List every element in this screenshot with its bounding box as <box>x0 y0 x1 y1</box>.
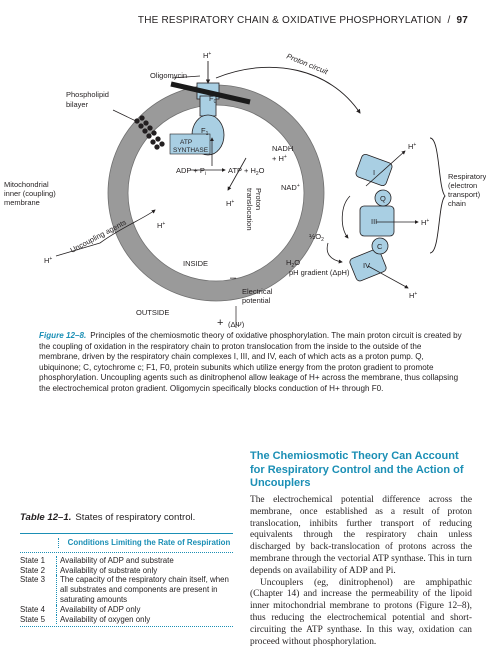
caption-text: Principles of the chemiosmotic theory of… <box>39 331 462 393</box>
phospholipid-label-1: Phospholipid <box>66 90 109 99</box>
table-cell-condition: The capacity of the respiratory chain it… <box>56 575 233 605</box>
table-cell-state: State 4 <box>20 604 46 614</box>
table-cell-state: State 1 <box>20 555 46 565</box>
nadh-label: NADH <box>272 144 293 153</box>
table-cell-state: State 5 <box>20 614 46 624</box>
complex-iv-label: IV <box>363 261 370 270</box>
h-plus-complex-iv: H+ <box>409 291 417 300</box>
table-cell-condition: Availability of ADP and substrate <box>56 555 233 566</box>
delta-psi-label: (ΔΨ) <box>228 320 245 328</box>
table-row: State 1 Availability of ADP and substrate <box>20 555 233 566</box>
table-title: Table 12–1.States of respiratory control… <box>20 512 195 523</box>
table-cell-condition: Availability of oxygen only <box>56 614 233 625</box>
h-plus-inner: H+ <box>226 199 234 208</box>
table-header: Conditions Limiting the Rate of Respirat… <box>20 533 233 553</box>
body-paragraph-2: Uncouplers (eg, dinitrophenol) are amphi… <box>250 577 472 647</box>
q-label: Q <box>380 194 386 203</box>
figure-number: Figure 12–8. <box>39 331 87 340</box>
h2o-label: H2O <box>286 258 300 269</box>
nad-label: NAD+ <box>281 183 300 192</box>
c-label: C <box>377 242 383 251</box>
half-o2-label: ½O2 <box>309 232 324 243</box>
respiratory-chain-label-4: chain <box>448 199 466 208</box>
running-head: THE RESPIRATORY CHAIN & OXIDATIVE PHOSPH… <box>138 15 468 26</box>
table-number: Table 12–1. <box>20 512 72 523</box>
phospholipid-label-2: bilayer <box>66 100 89 109</box>
mito-membrane-label-3: membrane <box>4 198 40 207</box>
mito-membrane-label-2: inner (coupling) <box>4 189 56 198</box>
running-head-separator: / <box>447 15 451 26</box>
table-row: State 3 The capacity of the respiratory c… <box>20 575 233 605</box>
proton-circuit-arrow <box>215 66 361 114</box>
h-plus-complex-iii: H+ <box>421 218 429 227</box>
body-text: The electrochemical potential difference… <box>250 495 472 648</box>
atp-synthase <box>169 82 225 156</box>
respiratory-chain-label-1: Respiratory <box>448 172 486 181</box>
atp-synthase-label-1: ATP <box>180 139 192 146</box>
figure-caption: Figure 12–8.Principles of the chemiosmot… <box>39 331 464 395</box>
body-paragraph-1: The electrochemical potential difference… <box>250 495 472 576</box>
uncoupling-arrow <box>99 209 156 244</box>
h-plus-left: H+ <box>44 256 52 265</box>
table-row: State 2 Availability of substrate only <box>20 565 233 576</box>
atp-h2o-label: ATP + H2O <box>228 166 265 177</box>
respiratory-chain-label-3: transport) <box>448 190 481 199</box>
proton-circuit-label: Proton circuit <box>285 52 330 77</box>
table-cell-condition: Availability of ADP only <box>56 604 233 615</box>
h-plus-complex-i: H+ <box>408 142 416 151</box>
outside-label: OUTSIDE <box>136 308 169 317</box>
proton-translocation-label-2: translocation <box>245 188 254 231</box>
page-number: 97 <box>456 15 468 26</box>
h-plus-top: H+ <box>203 51 211 60</box>
electrical-potential-label-2: potential <box>242 296 271 305</box>
respiratory-complexes <box>349 153 395 282</box>
plus-sign: + <box>217 317 223 328</box>
h-plus-uncoupling: H+ <box>157 221 165 230</box>
complex-iii-label: III <box>371 217 377 226</box>
complex-i-label: I <box>373 168 375 177</box>
oligomycin-label: Oligomycin <box>150 71 187 80</box>
phospholipid-bilayer-detail <box>134 115 165 150</box>
mito-membrane-label-1: Mitochondrial <box>4 180 49 189</box>
respiratory-chain-label-2: (electron <box>448 181 477 190</box>
f0-label: F0 <box>209 94 217 105</box>
oligomycin-bar <box>170 81 251 105</box>
table-column-header: Conditions Limiting the Rate of Respirat… <box>58 538 233 548</box>
running-title: THE RESPIRATORY CHAIN & OXIDATIVE PHOSPH… <box>137 15 442 26</box>
table-title-text: States of respiratory control. <box>75 512 196 523</box>
table-row: State 5 Availability of oxygen only <box>20 614 233 625</box>
section-heading: The Chemiosmotic Theory Can Account for … <box>250 450 464 489</box>
chemiosmotic-figure: H+ Proton circuit Oligomycin Phospholipi… <box>4 51 486 328</box>
inside-label: INSIDE <box>183 259 208 268</box>
electrical-potential-label-1: Electrical <box>242 287 273 296</box>
table-cell-condition: Availability of substrate only <box>56 565 233 576</box>
table-row: State 4 Availability of ADP only <box>20 604 233 615</box>
ph-gradient-label: pH gradient (ΔpH) <box>289 268 350 277</box>
adp-pi-label: ADP + Pi <box>176 166 206 177</box>
f1-label: F1 <box>201 126 209 137</box>
table-cell-state: State 2 <box>20 565 46 575</box>
proton-translocation-label-1: Proton <box>254 188 263 210</box>
table-cell-state: State 3 <box>20 575 46 585</box>
atp-synthase-label-2: SYNTHASE <box>173 147 209 154</box>
minus-sign: – <box>230 272 237 284</box>
respiratory-chain-brace <box>429 137 446 254</box>
respiratory-control-table: Conditions Limiting the Rate of Respirat… <box>20 533 233 628</box>
nadh-h-label: + H+ <box>272 154 287 163</box>
